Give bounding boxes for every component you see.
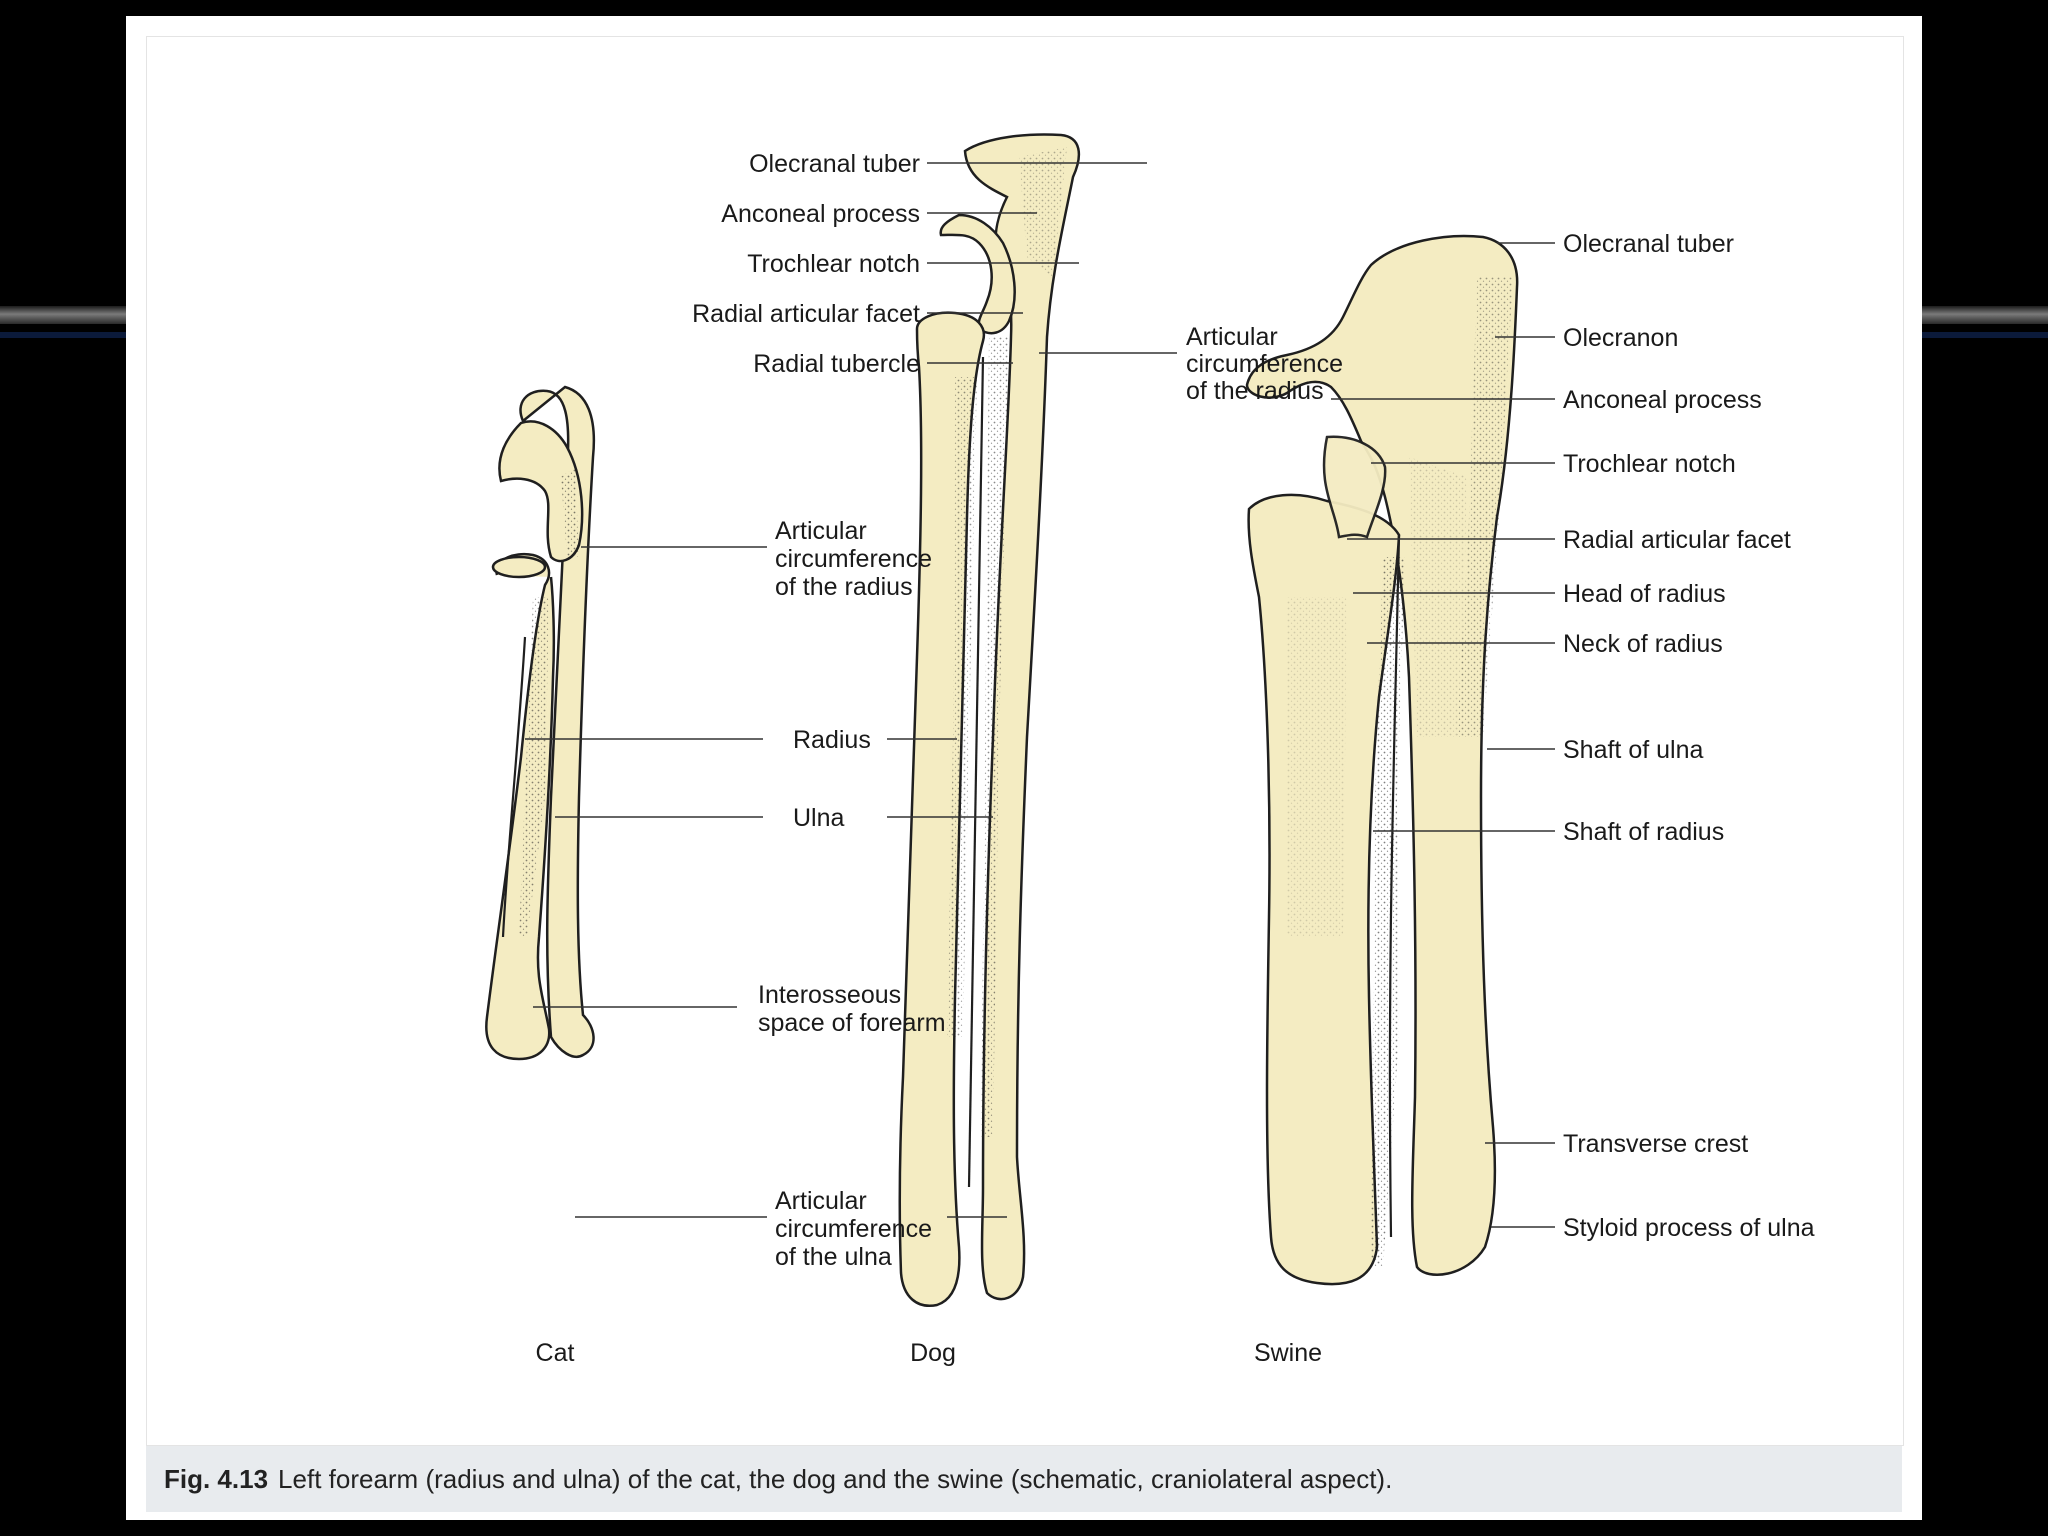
cat-labels: Articular circumference of the radius Ra… [758, 517, 946, 1271]
slide-decor-line-left [0, 332, 126, 338]
forearm-diagram: Olecranal tuber Anconeal process Trochle… [485, 133, 1815, 1367]
label-swine-olecranal-tuber: Olecranal tuber [1563, 230, 1734, 258]
label-swine-olecranon: Olecranon [1563, 324, 1678, 352]
label-swine-trochlear-notch: Trochlear notch [1563, 450, 1736, 478]
dog-labels: Olecranal tuber Anconeal process Trochle… [692, 150, 1343, 405]
label-ulna: Ulna [793, 804, 845, 832]
label-interosseous-2: space of forearm [758, 1009, 946, 1037]
dog-anconeal [939, 213, 1016, 335]
label-dog-trochlear-notch: Trochlear notch [747, 250, 920, 278]
label-swine-neck-of-radius: Neck of radius [1563, 630, 1723, 658]
label-dog-radial-tubercle: Radial tubercle [753, 350, 920, 378]
figure-number: Fig. 4.13 [164, 1464, 269, 1494]
label-swine-transverse-crest: Transverse crest [1563, 1130, 1748, 1158]
slide-decor-bar-left [0, 306, 126, 324]
species-label-dog: Dog [910, 1339, 956, 1367]
label-swine-radial-articular-facet: Radial articular facet [1563, 526, 1791, 554]
label-swine-anconeal-process: Anconeal process [1563, 386, 1762, 414]
cat-olecranon [498, 420, 584, 563]
figure-panel: Olecranal tuber Anconeal process Trochle… [146, 36, 1904, 1446]
label-cat-art-circ-ulna-3: of the ulna [775, 1243, 892, 1271]
species-label-cat: Cat [536, 1339, 575, 1367]
figure-caption-text: Left forearm (radius and ulna) of the ca… [278, 1464, 1393, 1494]
label-swine-styloid-process: Styloid process of ulna [1563, 1214, 1815, 1242]
leader-lines [525, 162, 1555, 1228]
label-cat-art-circ-radius-2: circumference [775, 545, 932, 573]
slide-decor-bar-right [1922, 306, 2048, 324]
label-dog-olecranal-tuber: Olecranal tuber [749, 150, 920, 178]
label-radius: Radius [793, 726, 871, 754]
figure-sheet: Olecranal tuber Anconeal process Trochle… [126, 16, 1922, 1520]
figure-caption: Fig. 4.13 Left forearm (radius and ulna) … [146, 1446, 1902, 1512]
label-swine-head-of-radius: Head of radius [1563, 580, 1726, 608]
label-dog-anconeal-process: Anconeal process [721, 200, 920, 228]
label-cat-art-circ-ulna-1: Articular [775, 1187, 867, 1215]
label-dog-art-circ-radius-3: of the radius [1186, 377, 1324, 405]
swine-labels: Olecranal tuber Olecranon Anconeal proce… [1563, 230, 1815, 1242]
species-labels: Cat Dog Swine [536, 1339, 1323, 1367]
label-dog-art-circ-radius-1: Articular [1186, 323, 1278, 351]
label-dog-art-circ-radius-2: circumference [1186, 350, 1343, 378]
cat-forearm-bones [485, 385, 596, 1061]
slide-decor-line-right [1922, 332, 2048, 338]
label-dog-radial-articular-facet: Radial articular facet [692, 300, 920, 328]
swine-trochlear [1322, 435, 1387, 539]
label-cat-art-circ-radius-3: of the radius [775, 573, 913, 601]
species-label-swine: Swine [1254, 1339, 1322, 1367]
swine-forearm-bones [1245, 234, 1519, 1286]
label-cat-art-circ-ulna-2: circumference [775, 1215, 932, 1243]
cat-radial-head [491, 555, 547, 579]
label-swine-shaft-of-ulna: Shaft of ulna [1563, 736, 1703, 764]
dog-forearm-bones [898, 133, 1081, 1308]
label-swine-shaft-of-radius: Shaft of radius [1563, 818, 1724, 846]
label-interosseous-1: Interosseous [758, 981, 901, 1009]
label-cat-art-circ-radius-1: Articular [775, 517, 867, 545]
